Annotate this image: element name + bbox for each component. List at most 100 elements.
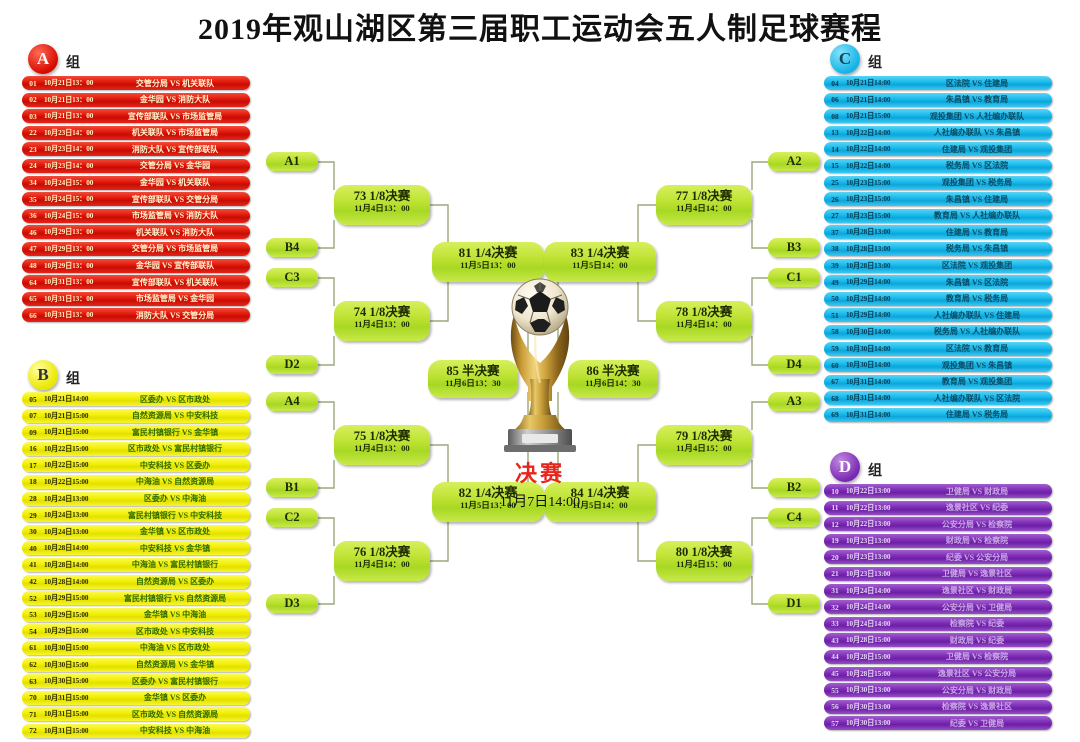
match-84[interactable]: 84 1/4决赛 11月5日14：00 — [544, 482, 656, 522]
seed-b4[interactable]: B4 — [266, 238, 318, 257]
match-85-semifinal[interactable]: 85 半决赛 11月6日13：30 — [428, 360, 518, 398]
seed-d1[interactable]: D1 — [768, 594, 820, 613]
seed-b1[interactable]: B1 — [266, 478, 318, 497]
match-76[interactable]: 76 1/8决赛 11月4日14：00 — [334, 541, 430, 581]
seed-c3[interactable]: C3 — [266, 268, 318, 287]
match-74[interactable]: 74 1/8决赛 11月4日13：00 — [334, 301, 430, 341]
match-73[interactable]: 73 1/8决赛 11月4日13：00 — [334, 185, 430, 225]
seed-c4[interactable]: C4 — [768, 508, 820, 527]
match-77[interactable]: 77 1/8决赛 11月4日14：00 — [656, 185, 752, 225]
seed-a2[interactable]: A2 — [768, 152, 820, 171]
seed-d2[interactable]: D2 — [266, 355, 318, 374]
seed-c2[interactable]: C2 — [266, 508, 318, 527]
seed-b2[interactable]: B2 — [768, 478, 820, 497]
seed-a4[interactable]: A4 — [266, 392, 318, 411]
match-83[interactable]: 83 1/4决赛 11月5日14：00 — [544, 242, 656, 282]
match-78[interactable]: 78 1/8决赛 11月4日14：00 — [656, 301, 752, 341]
seed-a1[interactable]: A1 — [266, 152, 318, 171]
seed-c1[interactable]: C1 — [768, 268, 820, 287]
seed-a3[interactable]: A3 — [768, 392, 820, 411]
match-82[interactable]: 82 1/4决赛 11月5日13：00 — [432, 482, 544, 522]
match-79[interactable]: 79 1/8决赛 11月4日15：00 — [656, 425, 752, 465]
match-81[interactable]: 81 1/4决赛 11月5日13：00 — [432, 242, 544, 282]
seed-b3[interactable]: B3 — [768, 238, 820, 257]
match-75[interactable]: 75 1/8决赛 11月4日13：00 — [334, 425, 430, 465]
match-80[interactable]: 80 1/8决赛 11月4日15：00 — [656, 541, 752, 581]
seed-d3[interactable]: D3 — [266, 594, 318, 613]
match-86-semifinal[interactable]: 86 半决赛 11月6日14：30 — [568, 360, 658, 398]
